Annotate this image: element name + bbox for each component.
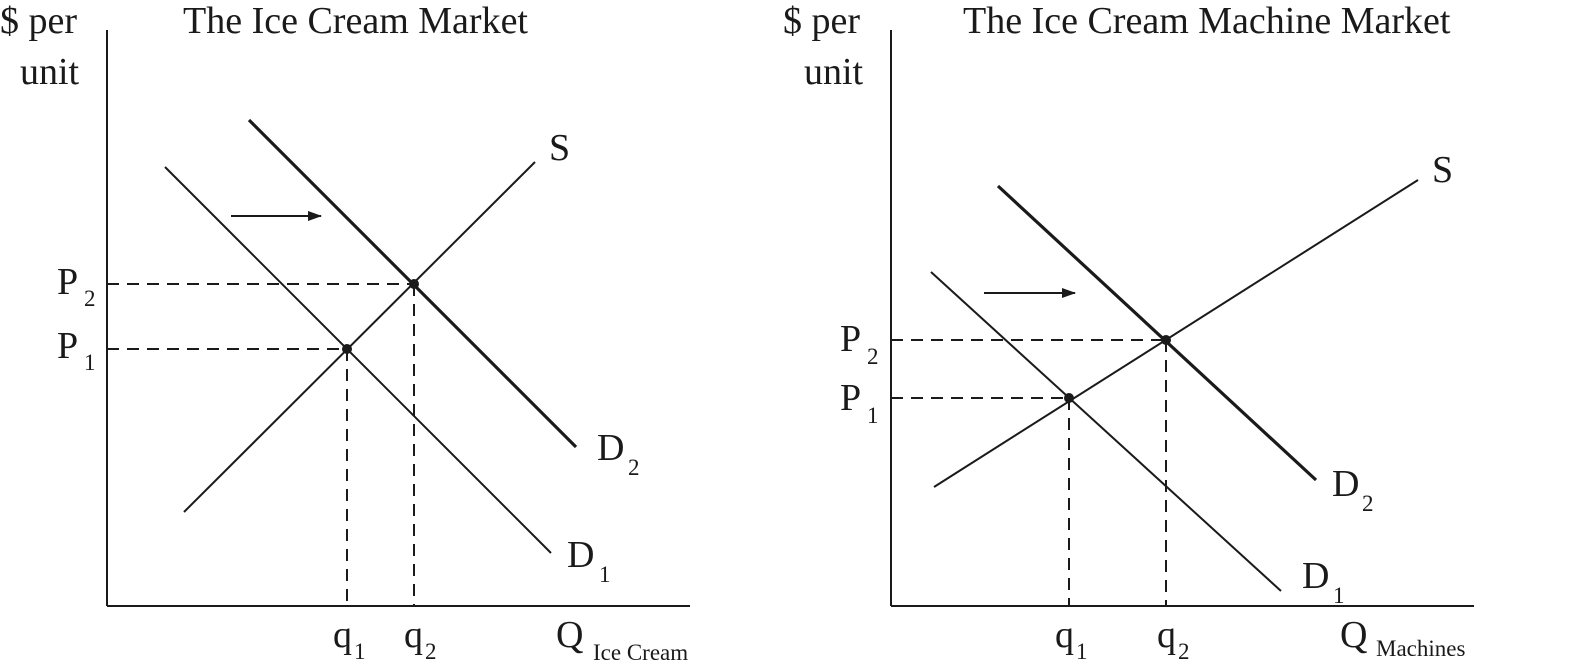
supply-label: S [1432, 149, 1453, 191]
equilibrium-point-2 [1161, 335, 1171, 345]
q2-label: q 2 [1157, 614, 1190, 664]
d1-label-sub: 1 [1333, 583, 1345, 608]
d2-label-main: D [597, 427, 624, 469]
demand-curve-d1 [164, 166, 552, 554]
supply-label: S [549, 127, 570, 169]
q2-label-main: q [404, 614, 423, 656]
q1-label-main: q [333, 614, 352, 656]
x-axis-label-main: Q [556, 614, 583, 656]
p2-label: P 2 [840, 318, 879, 369]
d1-label: D 1 [567, 534, 611, 587]
d2-label-sub: 2 [628, 455, 640, 480]
panel-title: The Ice Cream Machine Market [963, 0, 1451, 42]
q2-label-main: q [1157, 614, 1176, 656]
equilibrium-point-1 [342, 344, 352, 354]
q2-label-sub: 2 [1178, 639, 1190, 664]
equilibrium-point-1 [1064, 393, 1074, 403]
d2-label-sub: 2 [1362, 491, 1374, 516]
q1-label-sub: 1 [354, 639, 366, 664]
demand-curve-d2 [996, 184, 1318, 482]
panel-ice-cream-market: The Ice Cream Market $ per unit S D 2 D … [0, 0, 690, 665]
y-axis-label-line1: $ per [783, 0, 860, 42]
p2-label-sub: 2 [84, 286, 96, 311]
p1-label-sub: 1 [867, 403, 879, 428]
y-axis-label-line1: $ per [0, 0, 77, 42]
p2-label: P 2 [57, 261, 96, 311]
x-axis-label-sub: Ice Cream [593, 640, 688, 665]
q1-label-main: q [1055, 614, 1074, 656]
x-axis-label-main: Q [1340, 614, 1367, 656]
supply-curve [183, 161, 536, 513]
d2-label: D 2 [1332, 463, 1374, 516]
d1-label-sub: 1 [599, 562, 611, 587]
x-axis-label-sub: Machines [1376, 636, 1465, 661]
p1-label-main: P [840, 377, 861, 419]
q1-label-sub: 1 [1076, 639, 1088, 664]
d2-label-main: D [1332, 463, 1359, 505]
d1-label-main: D [567, 534, 594, 576]
supply-curve [933, 179, 1419, 488]
y-axis-label-line2: unit [804, 51, 864, 93]
panel-ice-cream-machine-market: The Ice Cream Machine Market $ per unit … [783, 0, 1474, 664]
p2-label-sub: 2 [867, 344, 879, 369]
p2-label-main: P [840, 318, 861, 360]
equilibrium-point-2 [409, 279, 419, 289]
q2-label-sub: 2 [425, 639, 437, 664]
x-axis-label: Q Machines [1340, 614, 1465, 661]
q2-label: q 2 [404, 614, 437, 664]
p2-label-main: P [57, 261, 78, 303]
demand-curve-d1 [930, 271, 1282, 592]
x-axis-label: Q Ice Cream [556, 614, 688, 665]
p1-label-main: P [57, 325, 78, 367]
q1-label: q 1 [333, 614, 366, 664]
panel-title: The Ice Cream Market [183, 0, 528, 42]
y-axis-label-line2: unit [20, 51, 80, 93]
q1-label: q 1 [1055, 614, 1088, 664]
p1-label-sub: 1 [84, 350, 96, 375]
d2-label: D 2 [597, 427, 640, 480]
p1-label: P 1 [57, 325, 96, 375]
d1-label: D 1 [1302, 555, 1345, 608]
p1-label: P 1 [840, 377, 879, 428]
d1-label-main: D [1302, 555, 1329, 597]
